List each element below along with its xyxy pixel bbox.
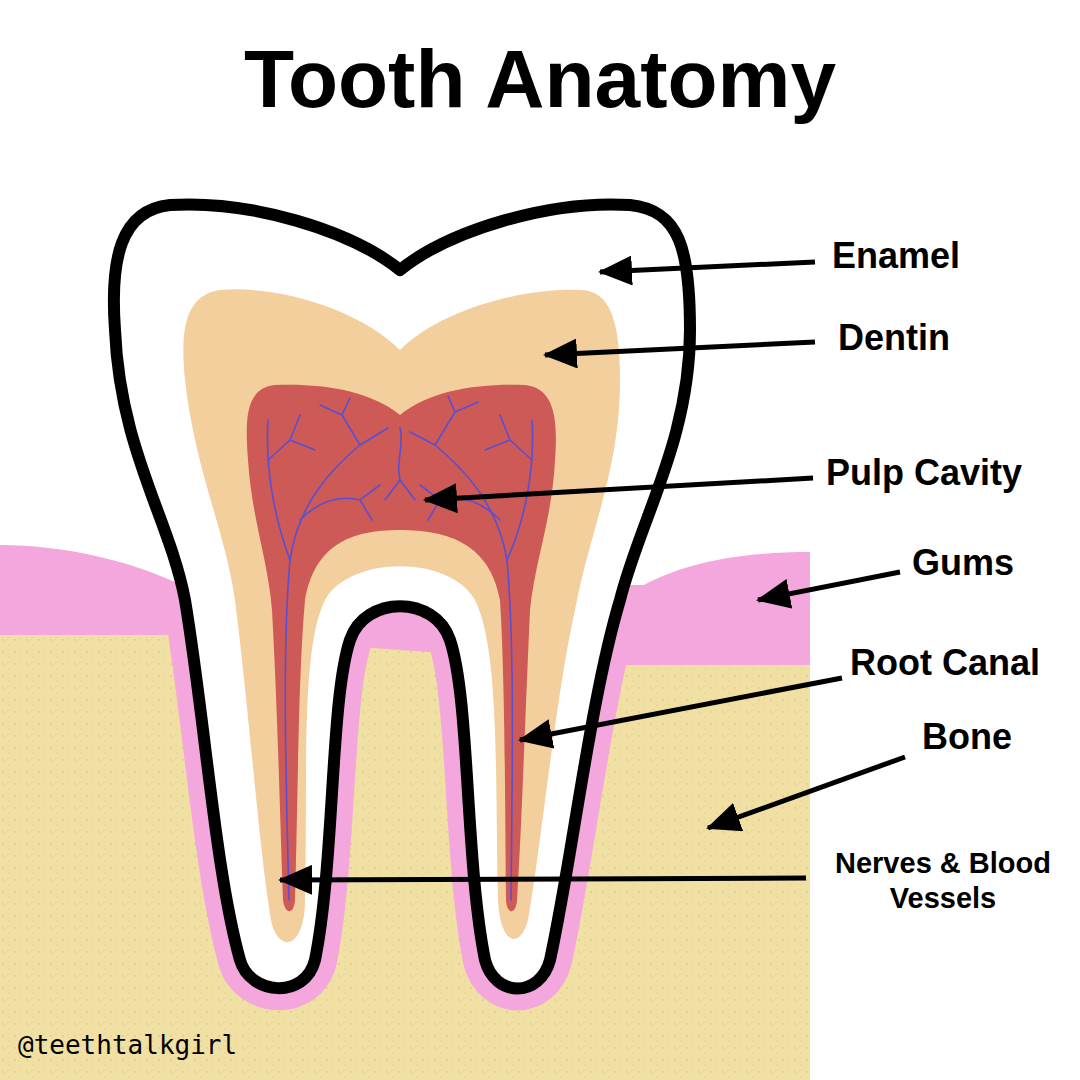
pulp-cavity [247, 385, 556, 912]
bone-region [0, 635, 810, 1080]
part-label: Root Canal [850, 641, 1074, 684]
periodontal-ligament [114, 585, 690, 988]
part-label: Gums [912, 541, 1072, 584]
dentin-layer [183, 289, 620, 942]
part-label: Dentin [838, 316, 1068, 359]
part-label: Enamel [832, 234, 1062, 277]
part-label: Nerves & Blood Vessels [812, 846, 1074, 916]
diagram-title: Tooth Anatomy [0, 30, 1080, 128]
part-label: Bone [922, 715, 1072, 758]
enamel-outline [114, 204, 690, 988]
watermark: @teethtalkgirl [18, 1030, 338, 1061]
part-label: Pulp Cavity [826, 451, 1074, 494]
nerve-lines [267, 396, 532, 900]
leader-lines [280, 262, 905, 880]
